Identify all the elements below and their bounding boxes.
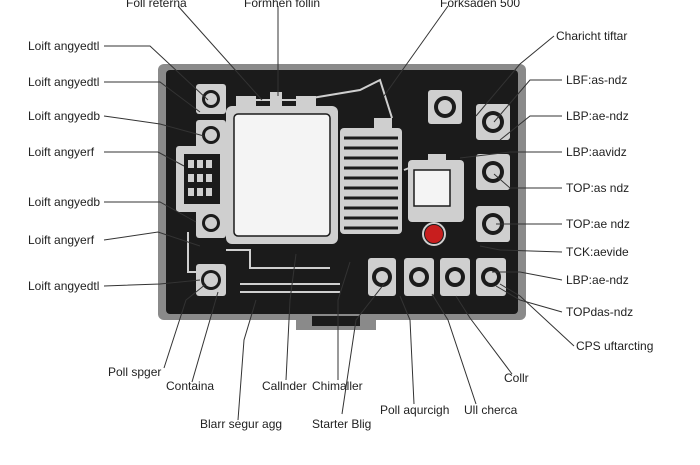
label-left-5: Loift angyerf	[28, 233, 95, 247]
label-bottom-1: Containa	[166, 379, 215, 393]
label-top-0: Foll reterna	[126, 0, 187, 10]
bottom-terminals	[368, 258, 506, 296]
label-left-0: Loift angyedtl	[28, 39, 100, 53]
label-right-8: TOPdas-ndz	[566, 305, 634, 319]
label-left-2: Loift angyedb	[28, 109, 101, 123]
small-relay	[408, 154, 464, 222]
label-top-1: Formhen follin	[244, 0, 321, 10]
label-right-5: TOP:ae ndz	[566, 217, 630, 231]
label-right-4: TOP:as ndz	[566, 181, 630, 195]
relay-module	[226, 92, 338, 244]
label-right-6: TCK:aevide	[566, 245, 629, 259]
indicator-bezel	[422, 222, 446, 246]
label-bottom-6: Poll aqurcigh	[380, 403, 450, 417]
internal-wiring	[187, 78, 431, 293]
terminal-screw-head	[204, 273, 218, 287]
label-left-4: Loift angyedb	[28, 195, 101, 209]
label-right-3: LBP:aavidz	[566, 145, 627, 159]
label-left-1: Loift angyedtl	[28, 75, 100, 89]
label-right-2: LBP:ae-ndz	[566, 109, 629, 123]
label-right-7: LBP:ae-ndz	[566, 273, 629, 287]
label-right-1: LBF:as-ndz	[566, 73, 628, 87]
label-bottom-2: Blarr segur agg	[200, 417, 283, 431]
label-left-6: Loift angyedtl	[28, 279, 100, 293]
label-top-2: Forksaden 500	[440, 0, 521, 10]
label-bottom-8: Collr	[504, 371, 529, 385]
left-terminals	[196, 84, 226, 296]
mounting-tab-inner	[312, 316, 360, 326]
label-bottom-0: Poll spger	[108, 365, 162, 379]
pin-connector	[176, 146, 228, 212]
terminal-screw-head	[205, 129, 217, 141]
label-right-0: Charicht tiftar	[556, 29, 628, 43]
leader-lines	[103, 5, 575, 421]
label-left-3: Loift angyerf	[28, 145, 95, 159]
indicator-light	[425, 225, 443, 243]
label-bottom-5: Starter Blig	[312, 417, 372, 431]
terminal-screw-head	[205, 217, 217, 229]
label-bottom-3: Callnder	[262, 379, 307, 393]
label-bottom-4: Chimaller	[312, 379, 363, 393]
coil-block	[340, 118, 402, 234]
terminal-screw-head	[205, 93, 217, 105]
label-bottom-7: Ull cherca	[464, 403, 518, 417]
label-right-9: CPS uftarcting	[576, 339, 654, 353]
